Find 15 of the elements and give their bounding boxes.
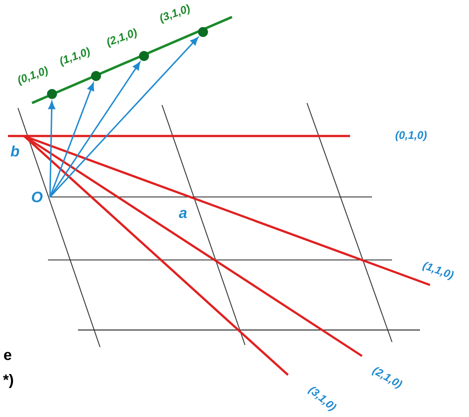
arrow: [49, 82, 94, 198]
axis-label: a: [178, 210, 187, 218]
plane-label: (0,1,0): [396, 130, 427, 142]
lattice-point: [47, 89, 57, 99]
caption-text: e: [4, 352, 12, 360]
caption-text: *): [3, 374, 14, 388]
origin-label: O: [32, 192, 43, 202]
arrow: [50, 37, 198, 198]
axis-label: b: [10, 145, 20, 156]
lattice-point: [91, 71, 101, 81]
lattice-point: [198, 27, 208, 37]
lattice-point: [139, 51, 149, 61]
arrow: [49, 62, 140, 198]
plane-label: (1,1,0): [422, 262, 454, 280]
arrow: [48, 101, 56, 197]
